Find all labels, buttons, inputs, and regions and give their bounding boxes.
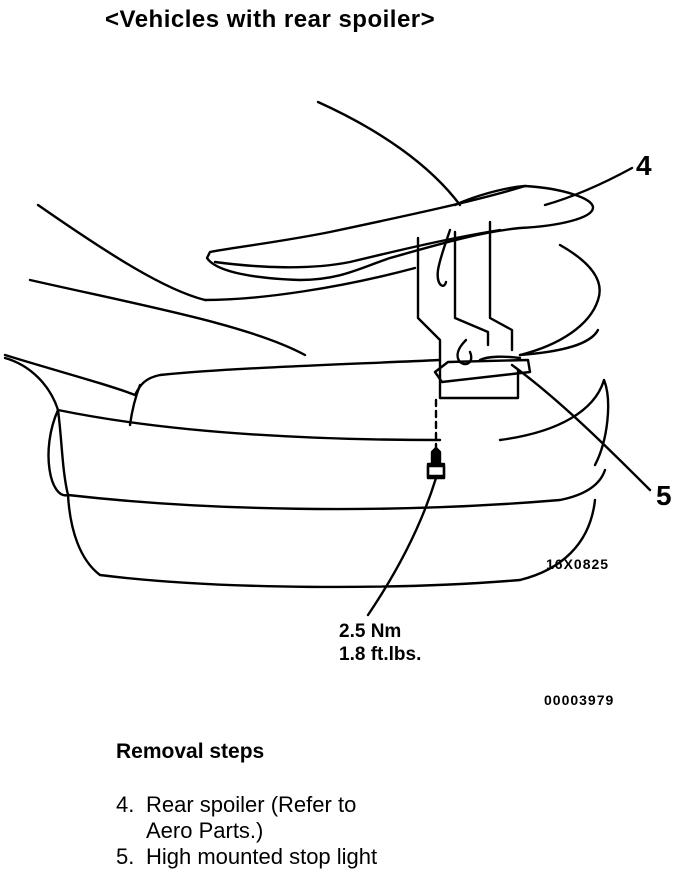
rear-shoulder	[3, 353, 442, 397]
figure-code: 16X0825	[546, 556, 610, 572]
torque-imperial: 1.8 ft.lbs.	[339, 644, 422, 665]
leader-4	[543, 166, 634, 207]
bumper-upper	[3, 356, 442, 442]
step-text: High mounted stop light	[146, 844, 378, 869]
leader-5	[510, 363, 652, 492]
page-title: <Vehicles with rear spoiler>	[105, 6, 436, 33]
bumper-body	[56, 408, 607, 511]
list-item: 4. Rear spoiler (Refer to Aero Parts.)	[116, 792, 377, 844]
spoiler-top-edge	[453, 184, 527, 207]
bumper-lower-right	[518, 498, 597, 582]
trunk-right-edge	[518, 243, 601, 357]
trunk-lid-outline	[203, 266, 417, 302]
torque-metric: 2.5 Nm	[339, 621, 402, 642]
spoiler-body	[205, 184, 595, 282]
list-item: 5. High mounted stop light	[116, 844, 377, 870]
document-code: 00003979	[544, 692, 615, 708]
spoiler-underside	[213, 228, 502, 269]
rear-body-fold	[128, 383, 142, 427]
screw-icon	[426, 446, 446, 480]
step-text: Rear spoiler (Refer to Aero Parts.)	[146, 792, 357, 843]
fender-line-lower	[28, 278, 307, 357]
guide-mid	[453, 230, 490, 347]
stop-light-top	[478, 355, 522, 362]
harness-wire	[436, 228, 452, 287]
rear-window-line	[316, 100, 462, 207]
rear-shoulder-right	[518, 328, 600, 357]
step-number: 4.	[116, 792, 135, 817]
bumper-lower	[66, 493, 522, 589]
leader-torque	[366, 476, 438, 617]
callout-5: 5	[656, 480, 672, 511]
guide-right	[488, 220, 514, 352]
bumper-upper-right	[498, 378, 610, 467]
removal-steps-heading: Removal steps	[116, 740, 265, 763]
stop-light	[433, 358, 532, 384]
torque-spec: 2.5 Nm 1.8 ft.lbs.	[339, 620, 421, 666]
bumper-left-end	[47, 408, 70, 497]
fender-line-upper	[36, 203, 207, 302]
step-number: 5.	[116, 844, 135, 869]
removal-steps-list: 4. Rear spoiler (Refer to Aero Parts.) 5…	[116, 792, 377, 870]
callout-4: 4	[636, 150, 652, 181]
